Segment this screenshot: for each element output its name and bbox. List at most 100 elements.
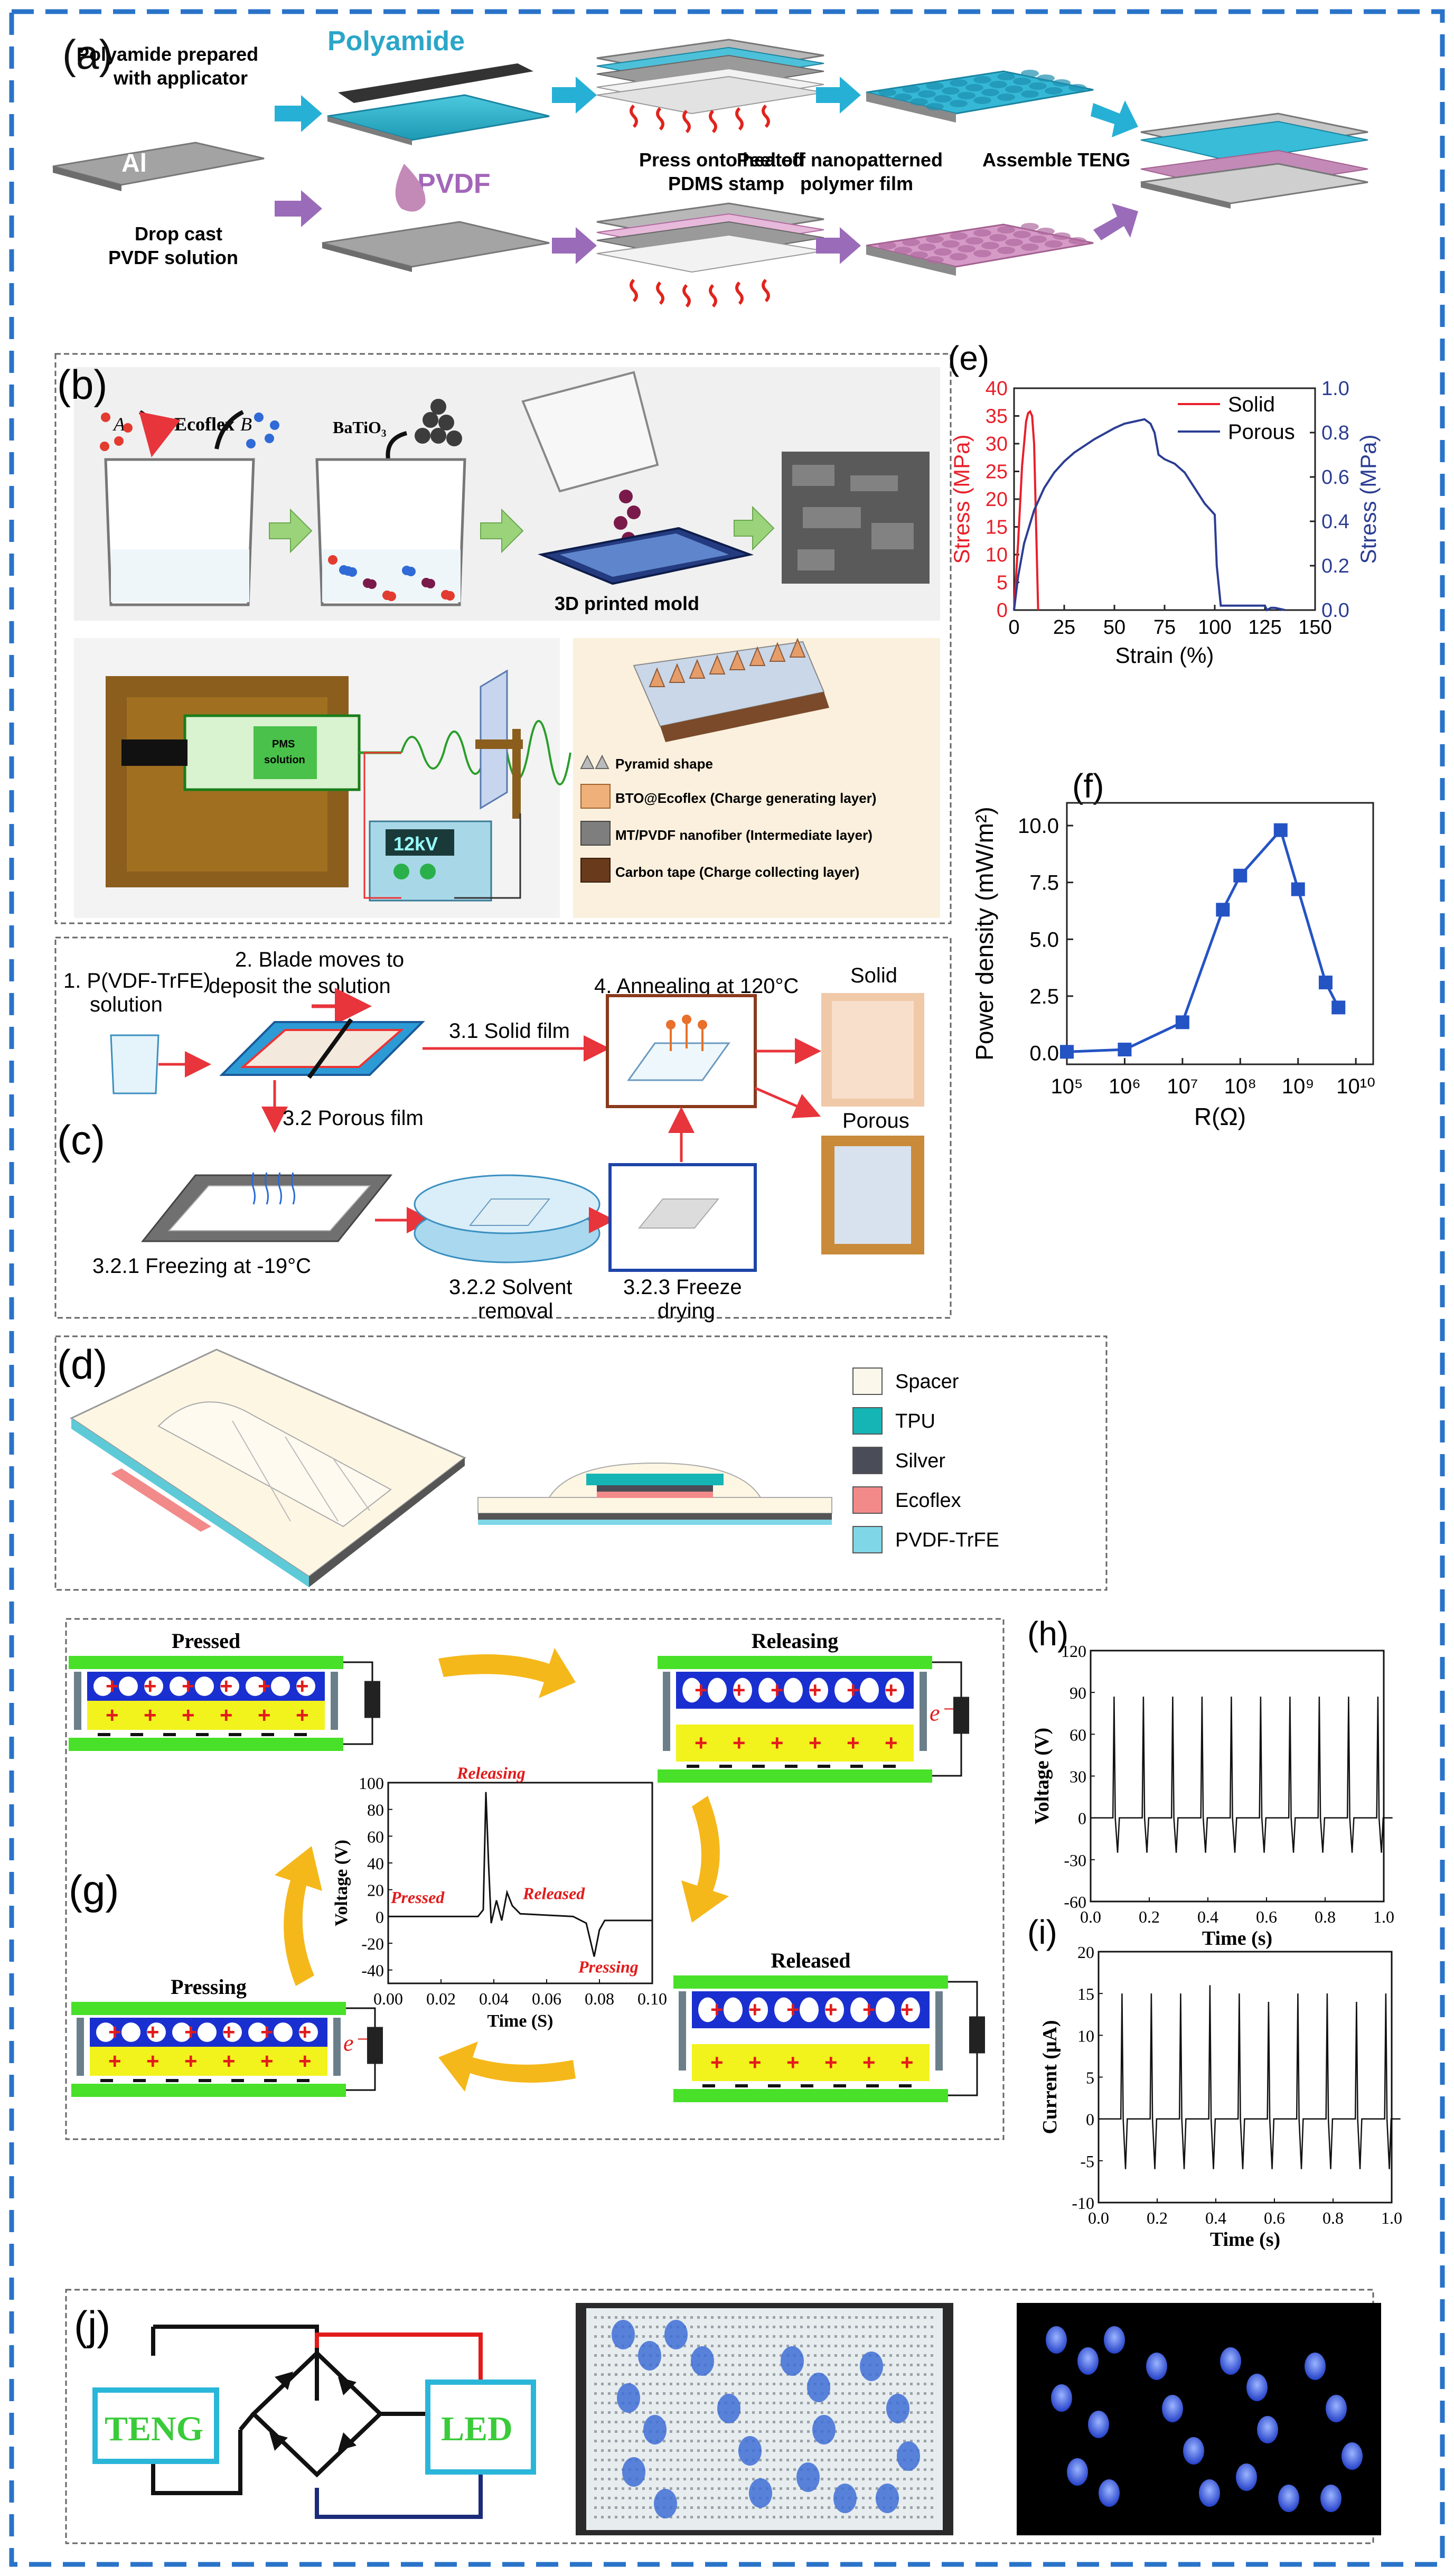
minus-charge: [850, 1765, 863, 1768]
breadboard-hole: [683, 2506, 686, 2509]
breadboard-hole: [683, 2468, 686, 2471]
breadboard-hole: [800, 2383, 803, 2385]
electrode-top: [658, 1656, 932, 1669]
breadboard-hole: [752, 2383, 755, 2385]
cycle-arrow-top: [438, 1648, 576, 1698]
breadboard-hole: [814, 2402, 817, 2404]
breadboard-hole: [841, 2478, 844, 2480]
syringe-plunger: [121, 739, 187, 766]
electrode-top: [71, 2002, 346, 2015]
breadboard-hole: [725, 2487, 727, 2490]
pyramid: [669, 663, 686, 683]
dielectric-yellow: [692, 2044, 930, 2081]
y-tick-label: 0: [1078, 1809, 1086, 1828]
y2-tick-label: 0.2: [1321, 555, 1349, 577]
breadboard-hole: [889, 2478, 892, 2480]
breadboard-hole: [759, 2402, 762, 2404]
breadboard-hole: [862, 2316, 865, 2319]
breadboard-hole: [889, 2468, 892, 2471]
lit-led: [1305, 2353, 1326, 2380]
y-axis-label: Voltage (V): [1031, 1728, 1053, 1824]
breadboard-hole: [608, 2316, 611, 2319]
data-point: [1291, 882, 1305, 896]
breadboard-hole: [677, 2364, 679, 2366]
breadboard-hole: [910, 2506, 913, 2509]
breadboard-hole: [615, 2478, 617, 2480]
breadboard-hole: [793, 2459, 796, 2461]
breadboard-hole: [642, 2516, 645, 2518]
nanopattern-bump: [918, 243, 936, 251]
breadboard-hole: [869, 2402, 871, 2404]
breadboard-hole: [780, 2421, 782, 2423]
breadboard-hole: [862, 2459, 865, 2461]
breadboard-hole: [642, 2402, 645, 2404]
breadboard-hole: [704, 2402, 707, 2404]
breadboard-hole: [869, 2392, 871, 2395]
breadboard-hole: [622, 2364, 624, 2366]
particle: [382, 591, 392, 600]
breadboard-hole: [855, 2421, 858, 2423]
annotation: Releasing: [456, 1763, 526, 1782]
breadboard-hole: [862, 2326, 865, 2328]
breadboard-hole: [635, 2383, 638, 2385]
breadboard-hole: [759, 2430, 762, 2433]
voltage-trace: [388, 1792, 652, 1957]
breadboard-hole: [931, 2383, 933, 2385]
breadboard-hole: [855, 2506, 858, 2509]
breadboard-hole: [731, 2373, 734, 2376]
breadboard-hole: [903, 2383, 906, 2385]
breadboard-hole: [615, 2449, 617, 2452]
breadboard-hole: [683, 2316, 686, 2319]
breadboard-hole: [697, 2516, 700, 2518]
breadboard-hole: [841, 2440, 844, 2442]
breadboard-hole: [780, 2335, 782, 2338]
breadboard-hole: [725, 2506, 727, 2509]
x-tick-label: 125: [1248, 616, 1281, 639]
breadboard-hole: [896, 2430, 899, 2433]
plus-charge: +: [144, 1703, 157, 1728]
electrode-bottom: [673, 2089, 948, 2102]
breadboard-hole: [896, 2487, 899, 2490]
breadboard-hole: [924, 2326, 926, 2328]
breadboard-hole: [896, 2392, 899, 2395]
plus-charge: +: [771, 1678, 784, 1702]
led-label: LED: [441, 2410, 513, 2448]
breadboard-hole: [780, 2316, 782, 2319]
breadboard-hole: [924, 2421, 926, 2423]
plot-frame: [1097, 1951, 1393, 2204]
breadboard-hole: [834, 2430, 837, 2433]
breadboard-hole: [663, 2345, 665, 2347]
breadboard-hole: [690, 2440, 693, 2442]
pore: [248, 2022, 267, 2042]
breadboard-hole: [924, 2383, 926, 2385]
breadboard-hole: [862, 2392, 865, 2395]
breadboard-hole: [690, 2335, 693, 2338]
breadboard-hole: [697, 2392, 700, 2395]
breadboard-hole: [855, 2373, 858, 2376]
nanopattern-bump: [1005, 239, 1023, 246]
breadboard-hole: [594, 2430, 597, 2433]
breadboard-hole: [924, 2459, 926, 2461]
breadboard-hole: [876, 2516, 878, 2518]
breadboard-hole: [889, 2354, 892, 2357]
breadboard-hole: [711, 2316, 714, 2319]
breadboard-hole: [869, 2516, 871, 2518]
led: [860, 2352, 883, 2381]
minus-charge: [231, 2079, 244, 2082]
breadboard-hole: [601, 2516, 604, 2518]
legend-label: Silver: [895, 1450, 945, 1472]
breadboard-hole: [793, 2506, 796, 2509]
plus-charge: +: [733, 1730, 746, 1755]
series-line: [1013, 418, 1286, 612]
breadboard-hole: [910, 2411, 913, 2414]
plus-charge: +: [184, 2049, 198, 2074]
pore: [800, 1997, 819, 2022]
breadboard-hole: [704, 2497, 707, 2499]
breadboard-hole: [628, 2373, 631, 2376]
breadboard-hole: [889, 2449, 892, 2452]
breadboard-hole: [683, 2449, 686, 2452]
data-point: [1118, 1043, 1132, 1057]
breadboard-hole: [848, 2440, 851, 2442]
breadboard-hole: [828, 2364, 830, 2366]
